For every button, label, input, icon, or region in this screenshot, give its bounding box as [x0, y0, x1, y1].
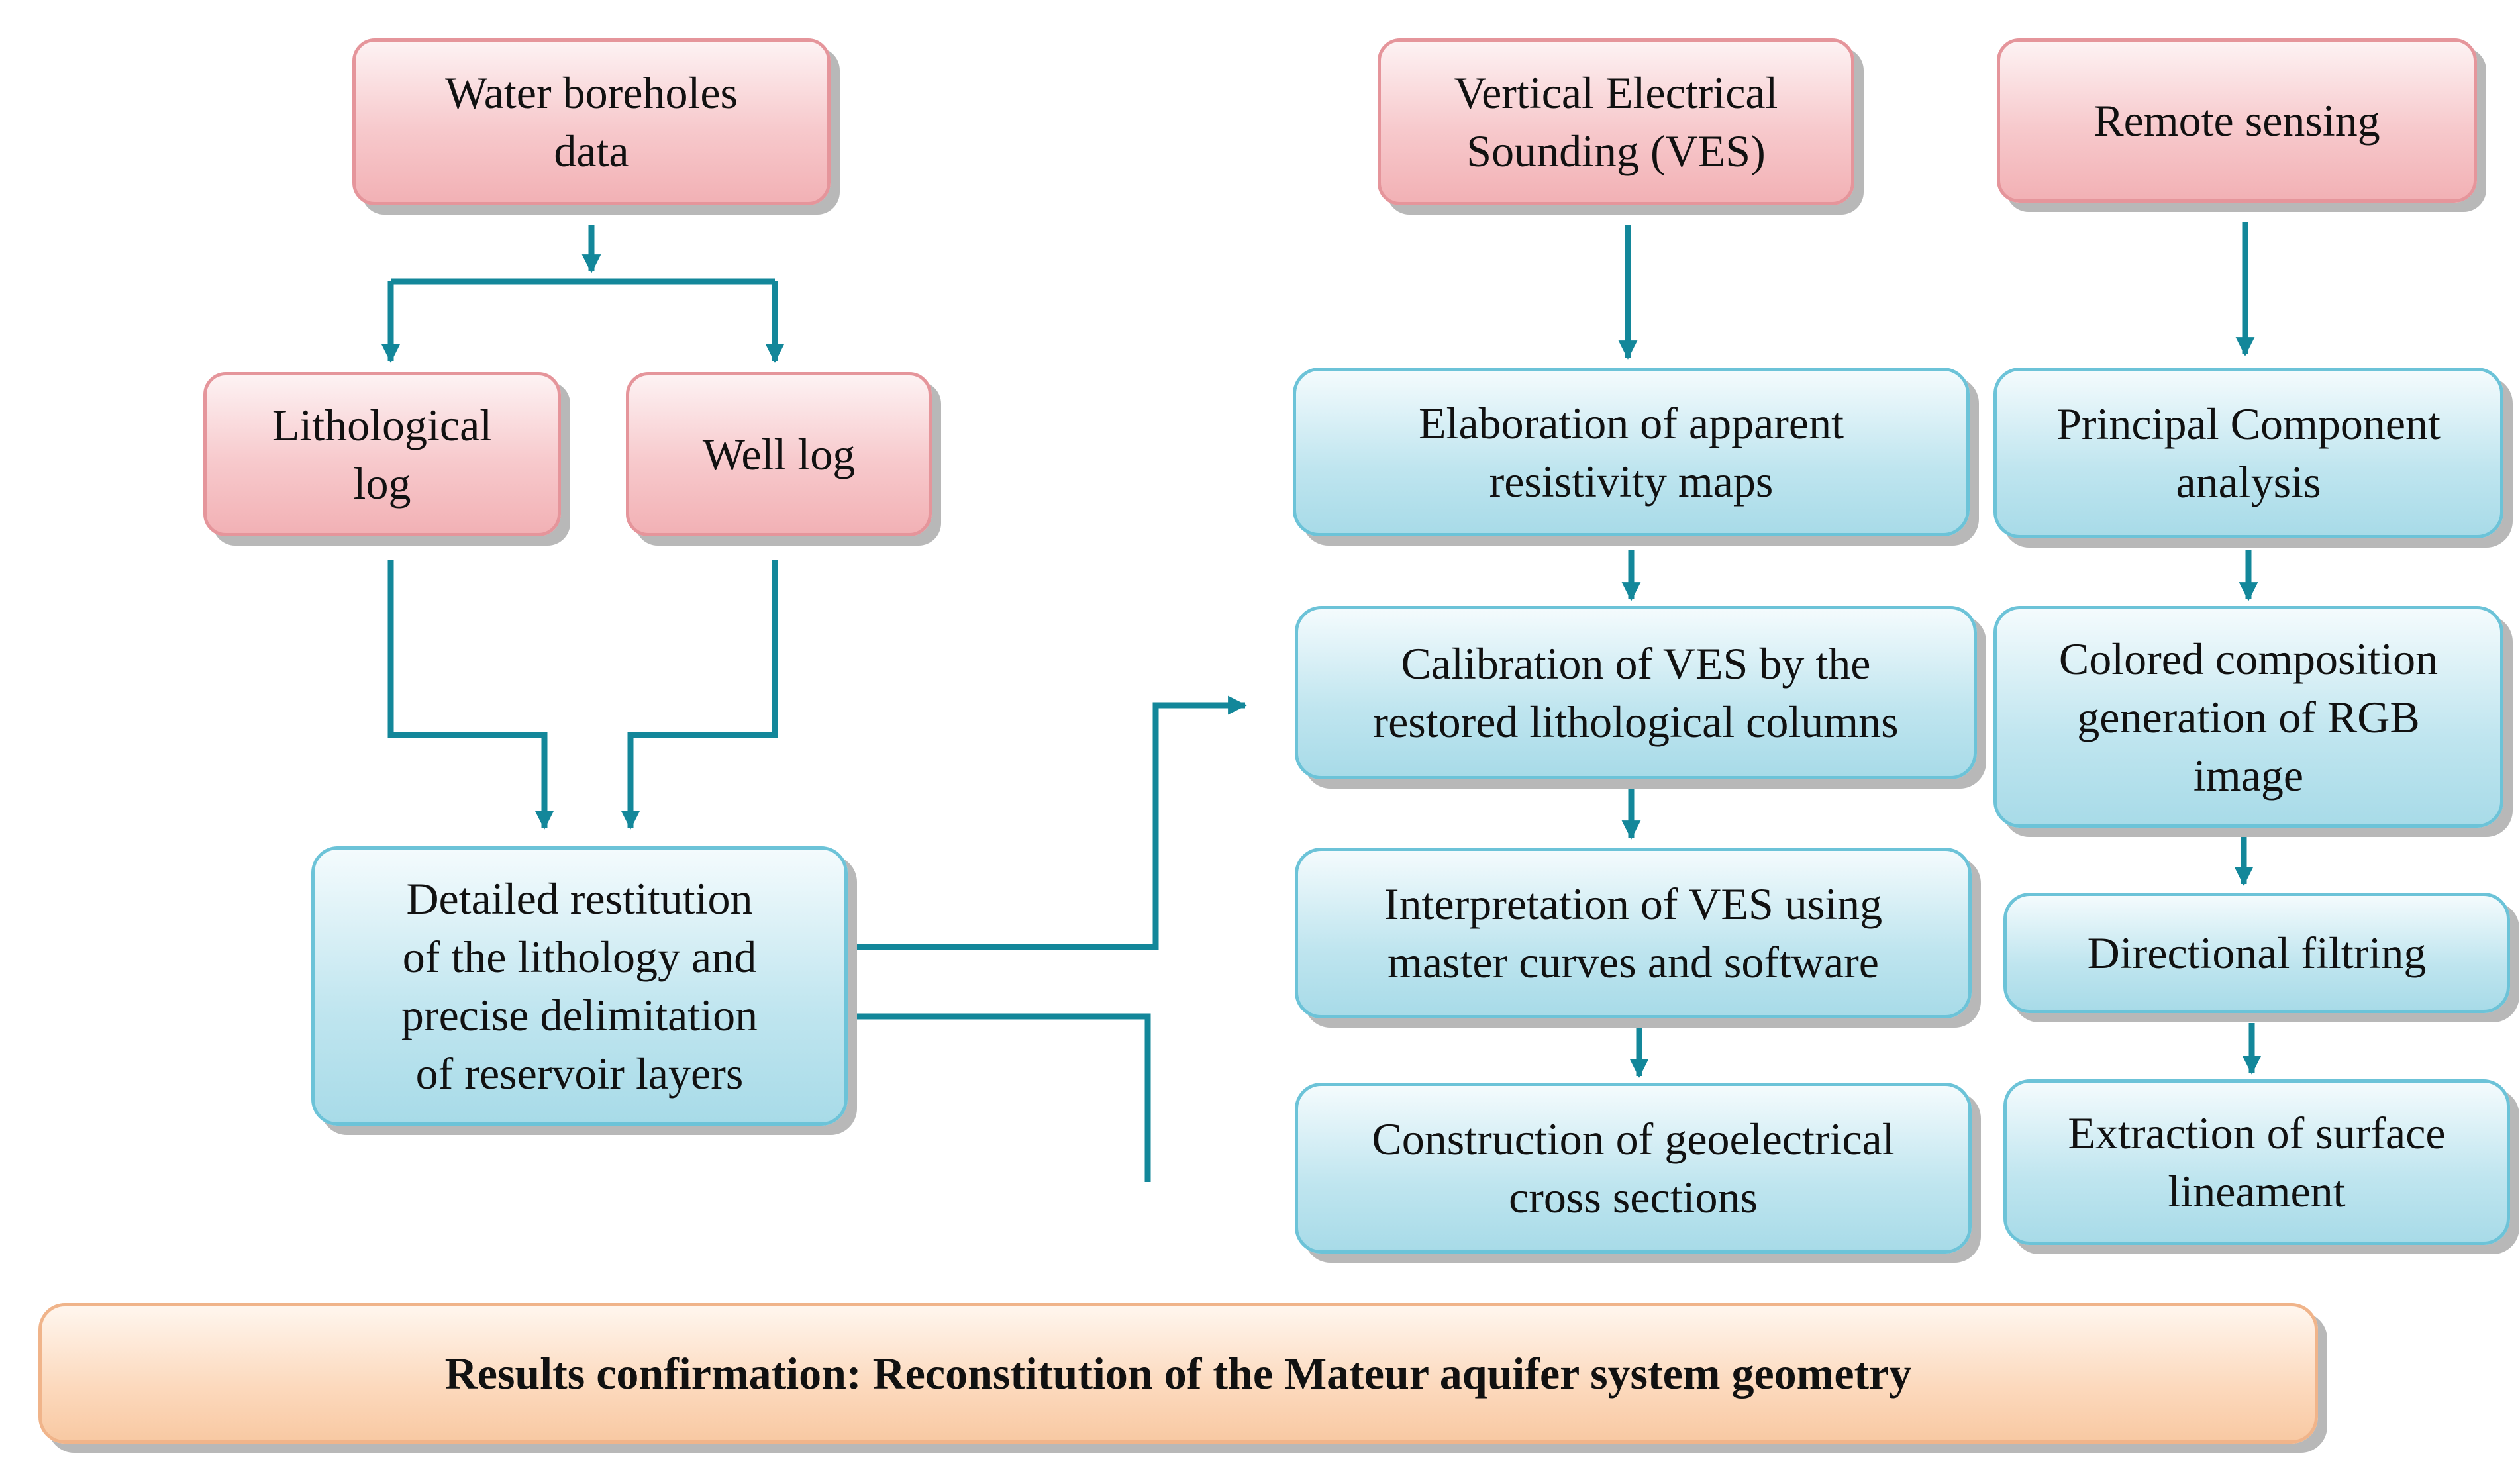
node-colored-composition: Colored composition generation of RGB im…	[1993, 606, 2503, 828]
node-construction-geoelectrical: Construction of geoelectrical cross sect…	[1295, 1083, 1972, 1254]
node-well-log: Well log	[626, 372, 932, 536]
arrow-lithological-to-restitution	[387, 560, 554, 830]
node-elaboration-resistivity-maps: Elaboration of apparent resistivity maps	[1293, 368, 1970, 536]
node-water-boreholes-data: Water boreholes data	[352, 38, 831, 205]
node-directional-filtring: Directional filtring	[2003, 893, 2510, 1013]
node-detailed-restitution: Detailed restitution of the lithology an…	[311, 846, 848, 1126]
node-results-confirmation: Results confirmation: Reconstitution of …	[38, 1303, 2318, 1444]
node-principal-component-analysis: Principal Component analysis	[1993, 368, 2503, 538]
node-extraction-surface-lineament: Extraction of surface lineament	[2003, 1079, 2510, 1245]
node-vertical-electrical-sounding: Vertical Electrical Sounding (VES)	[1378, 38, 1854, 205]
node-remote-sensing: Remote sensing	[1997, 38, 2477, 203]
node-lithological-log: Lithological log	[203, 372, 561, 536]
line-restitution-to-results	[849, 1013, 1151, 1182]
node-calibration-of-ves: Calibration of VES by the restored litho…	[1295, 606, 1977, 779]
arrow-restitution-to-calibration	[854, 695, 1247, 950]
arrow-welllog-to-restitution	[621, 560, 778, 830]
node-interpretation-of-ves: Interpretation of VES using master curve…	[1295, 848, 1972, 1018]
